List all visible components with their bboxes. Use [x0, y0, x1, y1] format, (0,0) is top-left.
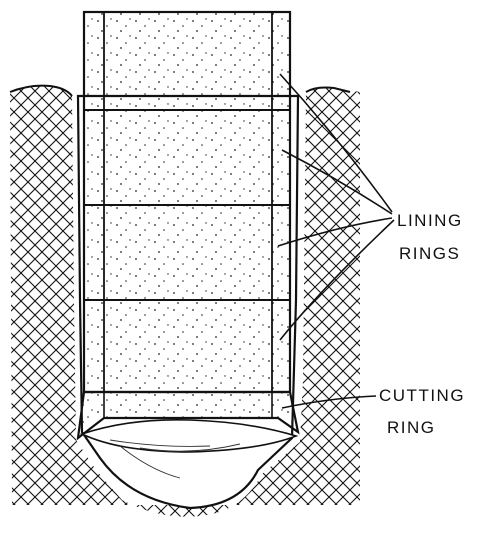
- cutting-ring: [76, 390, 300, 441]
- ground-soil: [9, 84, 360, 517]
- lining-rings-stack: [82, 10, 292, 394]
- lining-rings-label-line2: RINGS: [399, 244, 461, 263]
- cutting-ring-label-line2: RING: [387, 418, 436, 437]
- leader-lines: [277, 73, 395, 409]
- soil-plug: [79, 418, 299, 479]
- lining-rings-label-line1: LINING: [397, 211, 463, 230]
- cutting-ring-label-line1: CUTTING: [379, 386, 466, 405]
